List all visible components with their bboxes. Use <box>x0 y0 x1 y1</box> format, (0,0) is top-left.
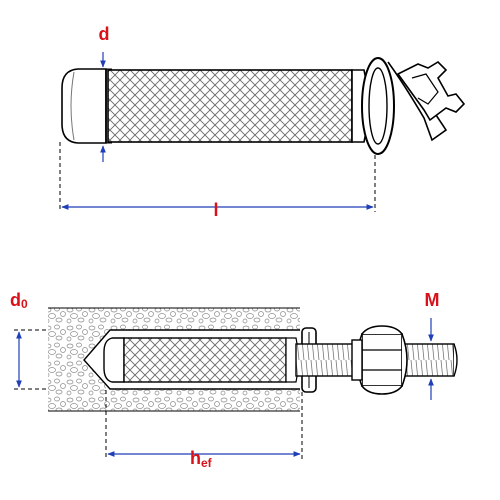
bottom-installed-view: d0 M hef <box>10 290 458 470</box>
washer <box>351 339 363 381</box>
hex-nut <box>356 325 408 395</box>
label-l: l <box>213 200 218 220</box>
installed-sleeve-mesh <box>123 337 287 383</box>
sleeve-nose-cap <box>61 68 107 144</box>
top-sleeve-view: d l <box>59 24 466 220</box>
sleeve-cap <box>387 60 466 142</box>
label-hef: hef <box>190 448 213 470</box>
label-M: M <box>425 290 440 310</box>
label-d: d <box>99 24 110 44</box>
sleeve-flange-ring <box>361 57 395 155</box>
concrete-top <box>48 308 300 330</box>
sleeve-mesh-body <box>107 69 353 143</box>
label-d0: d0 <box>10 290 28 311</box>
concrete-bottom <box>48 389 300 411</box>
